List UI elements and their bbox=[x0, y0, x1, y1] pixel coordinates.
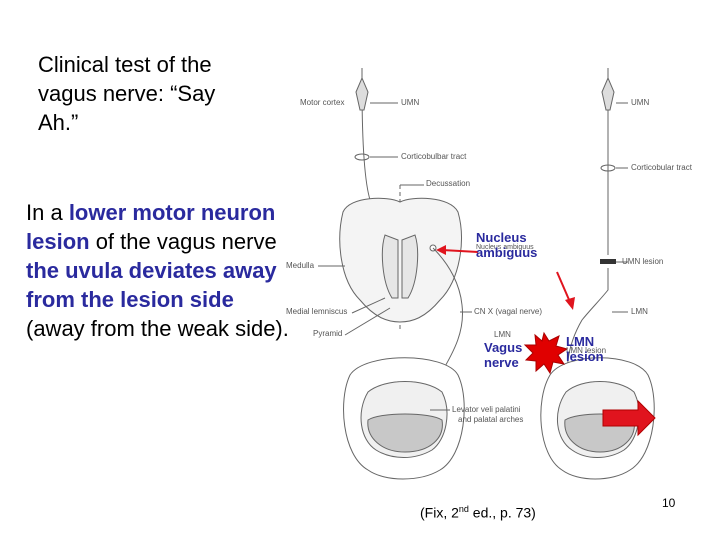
medulla-outline bbox=[339, 197, 462, 323]
callout-vagus-line-2: nerve bbox=[484, 355, 519, 370]
umn-lesion-arrow bbox=[556, 271, 575, 310]
label-corticobular: Corticobular tract bbox=[631, 163, 692, 172]
right-neuron-cell bbox=[601, 76, 615, 111]
citation-post: ed., p. 73) bbox=[468, 504, 536, 521]
right-corticobular-mark bbox=[600, 164, 616, 172]
uvula-deviation-arrow bbox=[602, 399, 656, 437]
title-line-1: Clinical test of the bbox=[38, 52, 212, 77]
callout-vagus-line-1: Vagus bbox=[484, 340, 523, 355]
umn-lesion-bar bbox=[600, 259, 616, 264]
label-motor-cortex: Motor cortex bbox=[300, 98, 345, 107]
label-right-lmn: LMN bbox=[631, 307, 648, 316]
citation-pre: (Fix, 2 bbox=[420, 504, 459, 521]
highlight-lmn-lesion: lower motor neuron lesion bbox=[26, 200, 276, 254]
callout-vagus-nerve: Vagus nerve bbox=[484, 340, 522, 370]
callout-nucleus-line-1: Nucleus bbox=[476, 230, 527, 245]
label-nucleus-ambiguus: Nucleus ambiguus bbox=[476, 244, 534, 251]
label-medial-lemniscus: Medial lemniscus bbox=[286, 307, 348, 316]
label-left-umn: UMN bbox=[401, 98, 420, 107]
label-levator-1: Levator veli palatini bbox=[452, 405, 521, 414]
text-part-3: (away from the weak side). bbox=[26, 316, 289, 341]
citation-sup: nd bbox=[458, 504, 469, 514]
lesion-burst-icon bbox=[523, 331, 569, 375]
citation: (Fix, 2nd ed., p. 73) bbox=[420, 504, 536, 521]
title-line-3: Ah.” bbox=[38, 110, 79, 135]
left-neuron-cell bbox=[355, 76, 369, 111]
highlight-uvula-deviation: the uvula deviates away from the lesion … bbox=[26, 258, 277, 312]
slide-number: 10 bbox=[662, 496, 676, 510]
label-right-umn: UMN bbox=[631, 98, 650, 107]
left-corticobulbar-mark bbox=[354, 153, 370, 161]
label-medulla: Medulla bbox=[286, 261, 315, 270]
callout-nucleus-line-2: ambiguus bbox=[476, 245, 538, 260]
label-decussation: Decussation bbox=[426, 179, 471, 188]
text-part-1: In a bbox=[26, 200, 69, 225]
explanation-text: In a lower motor neuron lesion of the va… bbox=[26, 198, 294, 343]
label-pyramid: Pyramid bbox=[313, 329, 343, 338]
label-corticobulbar: Corticobulbar tract bbox=[401, 152, 467, 161]
callout-lmn-line-1: LMN bbox=[566, 334, 595, 349]
callout-lmn-lesion: LMN lesion bbox=[566, 334, 604, 364]
medulla-left-lobe bbox=[381, 234, 399, 299]
label-lmn-lesion: LMN lesion bbox=[566, 346, 607, 355]
callout-lmn-line-2: lesion bbox=[566, 349, 604, 364]
nucleus-callout-arrow bbox=[436, 245, 479, 255]
label-levator-2: and palatal arches bbox=[458, 415, 524, 424]
lemniscus-leader bbox=[351, 297, 386, 314]
text-part-2: of the vagus nerve bbox=[89, 229, 277, 254]
medulla-right-lobe bbox=[401, 234, 419, 299]
label-cn-x: CN X (vagal nerve) bbox=[474, 307, 543, 316]
slide-title: Clinical test of the vagus nerve: “Say A… bbox=[38, 50, 288, 137]
title-line-2: vagus nerve: “Say bbox=[38, 81, 216, 106]
callout-nucleus-ambiguus: Nucleus ambiguus bbox=[476, 230, 537, 260]
left-tongue bbox=[367, 413, 443, 453]
label-umn-lesion: UMN lesion bbox=[622, 257, 664, 266]
label-left-lmn: LMN bbox=[494, 330, 511, 339]
pyramid-leader bbox=[344, 307, 391, 336]
